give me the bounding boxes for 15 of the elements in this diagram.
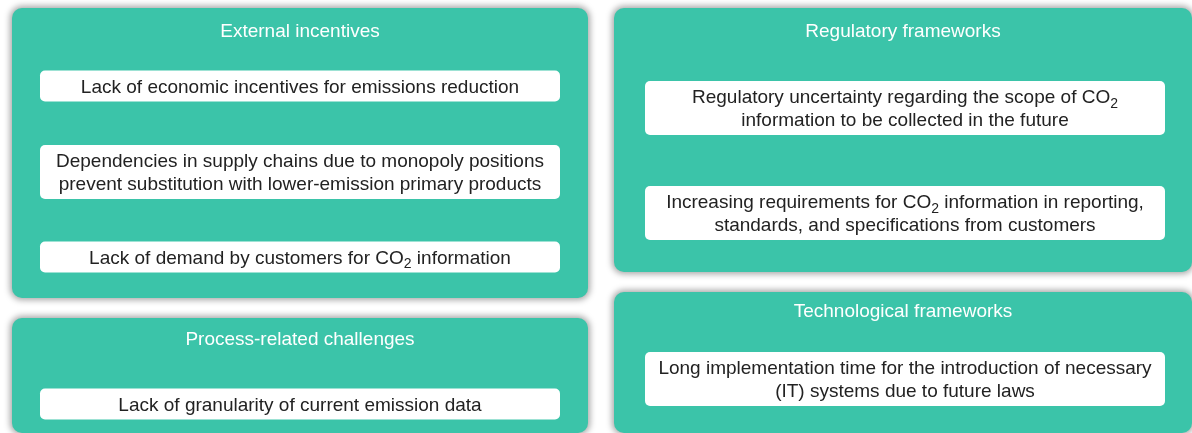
- panel-heading: Process-related challenges: [184, 328, 416, 350]
- challenge-box: Dependencies in supply chains due to monopoly positions prevent substitution with lower-emission primary products: [40, 145, 560, 199]
- challenge-box: Long implementation time for the introduction of necessary (IT) systems due to future laws: [645, 352, 1165, 406]
- panel-heading: External incentives: [219, 20, 381, 42]
- panel-heading: Technological frameworks: [792, 300, 1014, 322]
- panel-heading: Regulatory frameworks: [804, 20, 1002, 42]
- challenge-box: Lack of granularity of current emission data: [40, 388, 560, 420]
- category-panel: [614, 8, 1192, 272]
- category-panel: [12, 8, 588, 298]
- challenge-box: Regulatory uncertainty regarding the scope of CO$_{2}$ information to be collected in the future: [645, 80, 1165, 135]
- category-panel: [614, 292, 1192, 433]
- challenge-box: Increasing requirements for CO$_{2}$ information in reporting, standards, and specifications from customers: [645, 185, 1165, 240]
- category-panel: [12, 318, 588, 433]
- challenge-box: Lack of economic incentives for emissions reduction: [40, 70, 560, 102]
- challenge-box: Lack of demand by customers for CO$_{2}$ information: [40, 241, 560, 273]
